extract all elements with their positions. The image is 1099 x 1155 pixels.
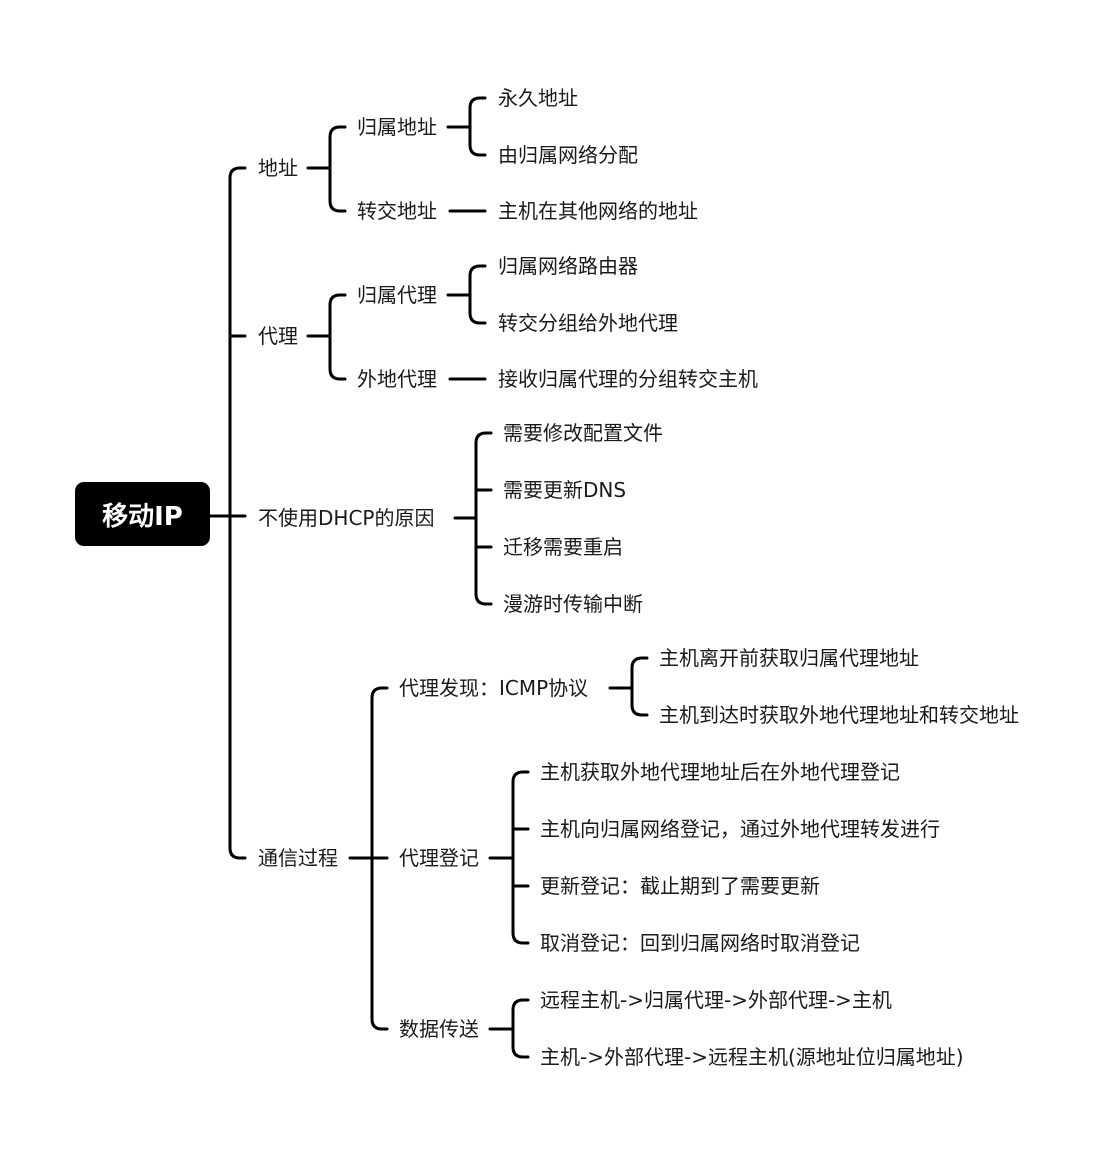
- branch-address: 地址: [258, 156, 298, 180]
- leaf-modify-config: 需要修改配置文件: [503, 421, 663, 445]
- leaf-register-at-home: 主机向归属网络登记，通过外地代理转发进行: [540, 817, 940, 841]
- leaf-forward-to-foreign: 转交分组给外地代理: [498, 311, 678, 335]
- level1-bracket: [228, 166, 247, 860]
- home-address-bracket: [468, 96, 487, 157]
- leaf-register-at-foreign: 主机获取外地代理地址后在外地代理登记: [540, 760, 900, 784]
- leaf-address-in-other-network: 主机在其他网络的地址: [498, 199, 698, 223]
- branch-communication: 通信过程: [258, 846, 338, 870]
- address-bracket: [328, 125, 347, 213]
- leaf-discovery-on-arrival: 主机到达时获取外地代理地址和转交地址: [659, 703, 1019, 727]
- leaf-discovery-before-leave: 主机离开前获取归属代理地址: [659, 646, 919, 670]
- leaf-restart-on-move: 迁移需要重启: [503, 535, 623, 559]
- leaf-update-dns: 需要更新DNS: [503, 478, 627, 502]
- leaf-transfer-outbound: 主机->外部代理->远程主机(源地址位归属地址): [540, 1045, 964, 1069]
- leaf-renew-registration: 更新登记：截止期到了需要更新: [540, 874, 820, 898]
- home-agent-bracket: [468, 264, 487, 325]
- leaf-roaming-interrupt: 漫游时传输中断: [503, 592, 643, 616]
- root-label: 移动IP: [102, 501, 183, 532]
- node-data-transfer: 数据传送: [399, 1017, 479, 1041]
- node-home-address: 归属地址: [357, 115, 437, 139]
- leaf-cancel-registration: 取消登记：回到归属网络时取消登记: [540, 931, 860, 955]
- node-foreign-agent: 外地代理: [357, 367, 437, 391]
- leaf-receive-and-forward: 接收归属代理的分组转交主机: [498, 367, 758, 391]
- branch-no-dhcp: 不使用DHCP的原因: [258, 506, 435, 530]
- leaf-home-router: 归属网络路由器: [498, 254, 638, 278]
- leaf-transfer-inbound: 远程主机->归属代理->外部代理->主机: [540, 988, 892, 1012]
- leaf-permanent-address: 永久地址: [498, 86, 578, 110]
- agent-bracket: [328, 293, 347, 381]
- node-agent-registration: 代理登记: [399, 846, 479, 870]
- registration-bracket: [511, 770, 530, 945]
- dhcp-bracket: [474, 431, 493, 606]
- root-node: 移动IP: [75, 482, 210, 546]
- node-care-of-address: 转交地址: [357, 199, 437, 223]
- node-agent-discovery: 代理发现：ICMP协议: [399, 676, 589, 700]
- branch-agent: 代理: [258, 324, 298, 348]
- discovery-bracket: [630, 656, 649, 717]
- leaf-assigned-by-home: 由归属网络分配: [498, 143, 638, 167]
- node-home-agent: 归属代理: [357, 283, 437, 307]
- transfer-bracket: [511, 998, 530, 1059]
